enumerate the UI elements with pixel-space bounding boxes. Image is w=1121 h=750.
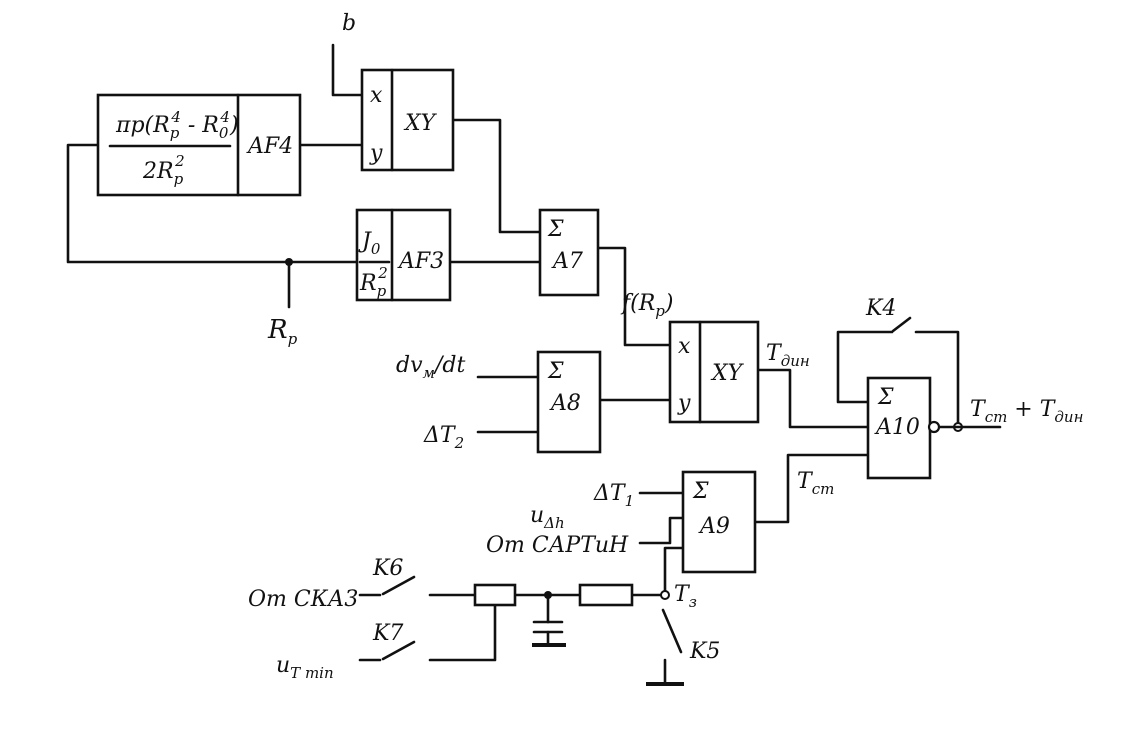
- wires: [66, 43, 1002, 686]
- a9-sigma: Σ: [692, 479, 709, 504]
- signal-t-dyn-label: Tдин: [766, 341, 810, 370]
- block-multiplier-2: x y XY: [668, 320, 760, 424]
- mult1-y-port: y: [369, 141, 383, 166]
- wire-mult2-to-a10: [756, 368, 870, 429]
- wire-t3-to-a9: [663, 546, 685, 595]
- switch-k7-blade: [381, 640, 416, 661]
- mult1-label: XY: [403, 111, 438, 136]
- af3-numerator: J0: [358, 229, 381, 258]
- block-a8: Σ A8: [536, 350, 602, 454]
- node-t3: [660, 590, 670, 600]
- a7-sigma: Σ: [547, 217, 564, 242]
- a10-label: A10: [874, 415, 920, 440]
- mult2-y-port: y: [677, 391, 691, 416]
- block-multiplier-1: x y XY: [360, 68, 455, 172]
- switch-k6-blade: [381, 575, 416, 596]
- switch-k5-label: K5: [689, 639, 720, 664]
- switch-k5-blade: [661, 608, 683, 654]
- af4-denominator: 2Rp2: [142, 152, 185, 188]
- signal-from-ska3-label: От СКА3: [248, 587, 358, 612]
- switch-k4-label: K4: [865, 296, 896, 321]
- a8-sigma: Σ: [547, 359, 564, 384]
- signal-udh-label: uΔh: [530, 503, 565, 532]
- block-a10: Σ A10: [866, 376, 941, 480]
- mult1-x-port: x: [370, 83, 383, 108]
- signal-dt1-label: ΔT1: [593, 481, 634, 510]
- signal-output-label: Tст + Tдин: [970, 397, 1083, 426]
- mult2-x-port: x: [678, 334, 691, 359]
- a10-sigma: Σ: [877, 385, 894, 410]
- af4-numerator: πp(Rp4 - R04): [115, 108, 239, 142]
- wire-rp-bus: [66, 143, 359, 264]
- signal-t-st-label: Tст: [797, 469, 834, 498]
- a10-inverter-bubble: [927, 420, 941, 434]
- signal-utmin-label: uT min: [276, 653, 334, 682]
- signal-f-rp-label: f(Rp): [620, 291, 674, 320]
- wire-k4-left: [836, 330, 894, 404]
- a7-label: A7: [551, 249, 583, 274]
- resistor-2: [578, 583, 634, 607]
- wire-a9-to-a10: [753, 453, 870, 524]
- wire-a7-to-mult2: [596, 246, 672, 347]
- wire-udh-to-a9: [638, 516, 685, 545]
- wire-k4-right: [914, 330, 960, 429]
- signal-from-sarti-label: От САРТиН: [486, 533, 629, 558]
- af3-denominator: Rp2: [359, 264, 388, 300]
- af3-label: AF3: [397, 249, 444, 274]
- signal-dvm-dt-label: dvм/dt: [396, 353, 465, 382]
- wire-mult1-to-a7: [451, 118, 542, 234]
- block-af3: J0 Rp2 AF3: [355, 208, 452, 302]
- signal-rp-label: Rp: [267, 315, 298, 348]
- block-af4: πp(Rp4 - R04) 2Rp2 AF4: [96, 93, 302, 197]
- signal-b-label: b: [342, 11, 356, 36]
- switch-k6-label: K6: [372, 556, 403, 581]
- block-a9: Σ A9: [681, 470, 757, 574]
- switch-k4-blade: [891, 316, 912, 333]
- af4-label: AF4: [246, 134, 293, 159]
- signal-dt2-label: ΔT2: [423, 423, 464, 452]
- resistor-1: [473, 583, 517, 607]
- signal-t3-label: Tз: [674, 582, 697, 611]
- switch-k7-label: K7: [372, 621, 403, 646]
- junction-rp: [285, 258, 293, 266]
- wire-k7-out: [428, 603, 497, 662]
- a8-label: A8: [549, 391, 581, 416]
- wire-b-to-mult1: [331, 43, 364, 97]
- block-a7: Σ A7: [538, 208, 600, 297]
- mult2-label: XY: [710, 361, 745, 386]
- a9-label: A9: [698, 514, 730, 539]
